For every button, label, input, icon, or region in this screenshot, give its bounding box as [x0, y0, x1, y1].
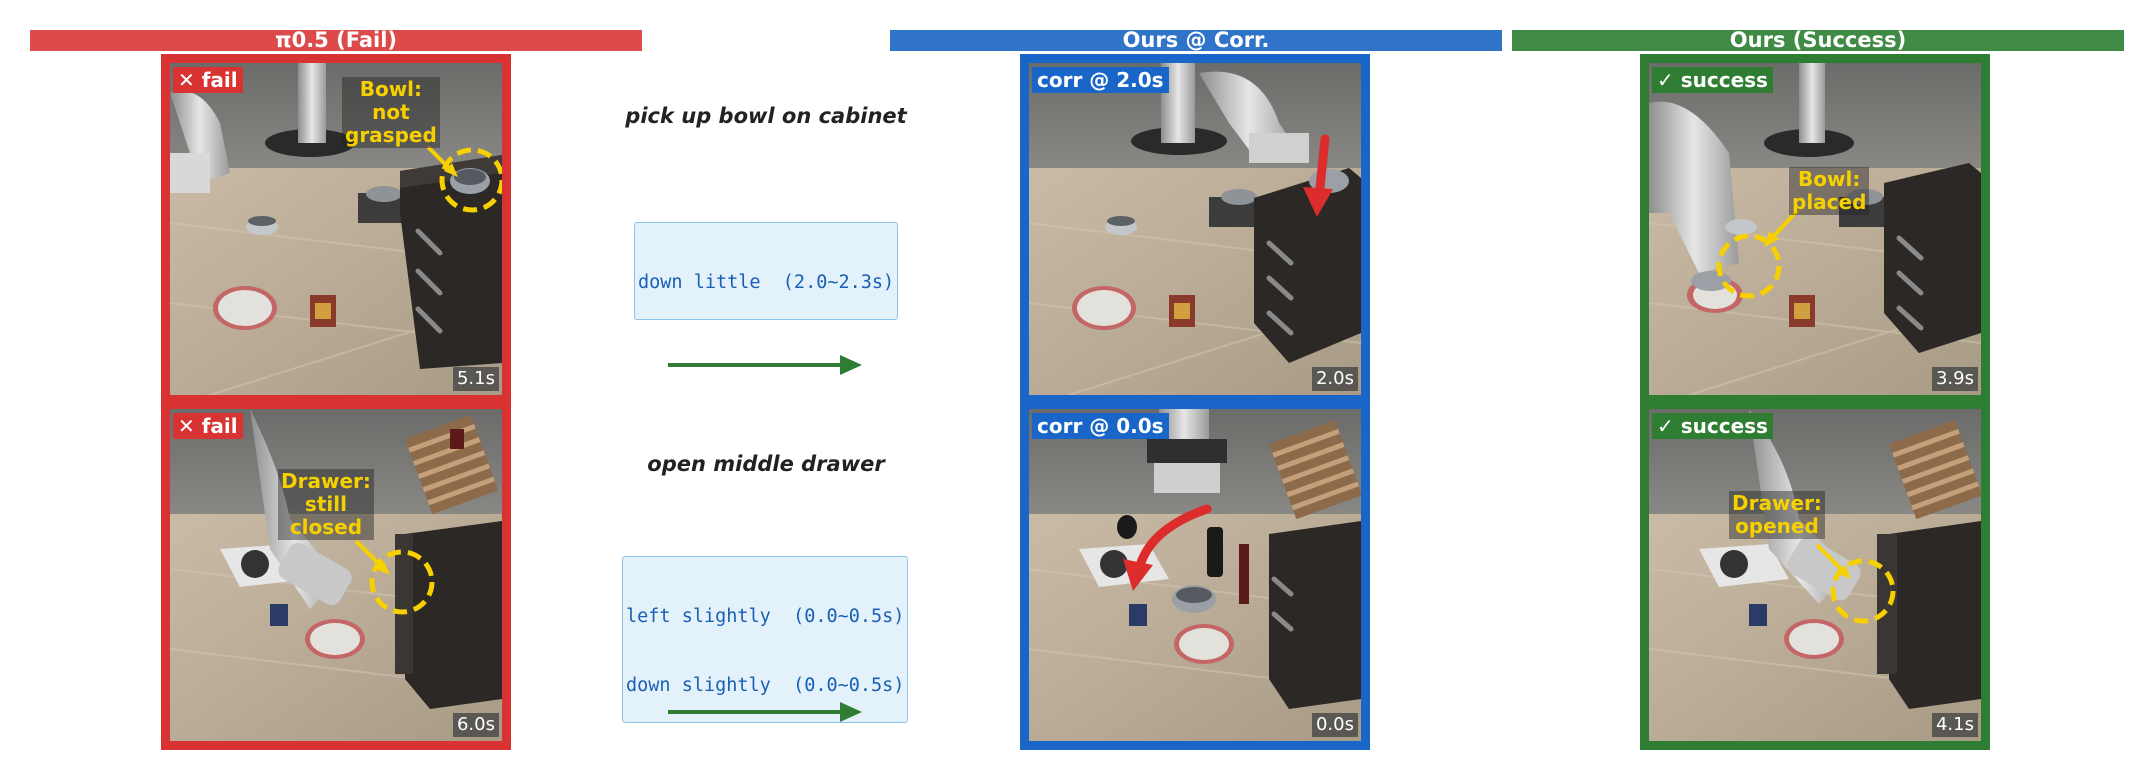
- fail-panel-row2: ✕ fail Drawer: still closed 6.0s: [161, 400, 511, 750]
- fail-panel-row1: ✕ fail Bowl: not grasped 5.1s: [161, 54, 511, 404]
- timestamp: 3.9s: [1931, 367, 1978, 391]
- corr-badge: corr @ 2.0s: [1032, 67, 1169, 93]
- corr-panel-row1: corr @ 2.0s 2.0s: [1020, 54, 1370, 404]
- success-panel-row2: ✓ success Drawer: opened 4.1s: [1640, 400, 1990, 750]
- instruction-row1: pick up bowl on cabinet: [625, 104, 907, 128]
- scene-bowl-corr: [1029, 63, 1361, 395]
- scene-drawer-fail: [170, 409, 502, 741]
- timestamp: 4.1s: [1931, 713, 1978, 737]
- scene-bowl-success: [1649, 63, 1981, 395]
- scene-drawer-corr: [1029, 409, 1361, 741]
- corr-panel-row2: corr @ 0.0s 0.0s: [1020, 400, 1370, 750]
- flow-arrow-icon: [668, 702, 862, 722]
- success-badge: ✓ success: [1652, 67, 1773, 93]
- correction-box-row1: down little (2.0~2.3s): [634, 222, 899, 320]
- corr-badge: corr @ 0.0s: [1032, 413, 1169, 439]
- fail-badge: ✕ fail: [173, 67, 243, 93]
- timestamp: 5.1s: [452, 367, 499, 391]
- timestamp: 6.0s: [452, 713, 499, 737]
- instruction-row2: open middle drawer: [647, 452, 885, 476]
- header-baseline: π0.5 (Fail): [30, 30, 642, 51]
- flow-arrow-icon: [668, 355, 862, 375]
- scene-bowl-fail: [170, 63, 502, 395]
- fail-badge: ✕ fail: [173, 413, 243, 439]
- scene-drawer-success: [1649, 409, 1981, 741]
- annotation-drawer-opened: Drawer: opened: [1729, 491, 1825, 539]
- annotation-bowl-placed: Bowl: placed: [1789, 167, 1870, 215]
- annotation-drawer-still-closed: Drawer: still closed: [278, 469, 374, 540]
- annotation-bowl-not-grasped: Bowl: not grasped: [342, 77, 440, 148]
- success-panel-row1: ✓ success Bowl: placed 3.9s: [1640, 54, 1990, 404]
- timestamp: 2.0s: [1311, 367, 1358, 391]
- success-badge: ✓ success: [1652, 413, 1773, 439]
- timestamp: 0.0s: [1311, 713, 1358, 737]
- header-correction: Ours @ Corr.: [890, 30, 1502, 51]
- header-success: Ours (Success): [1512, 30, 2124, 51]
- correction-box-row2: left slightly (0.0~0.5s) down slightly (…: [622, 556, 909, 723]
